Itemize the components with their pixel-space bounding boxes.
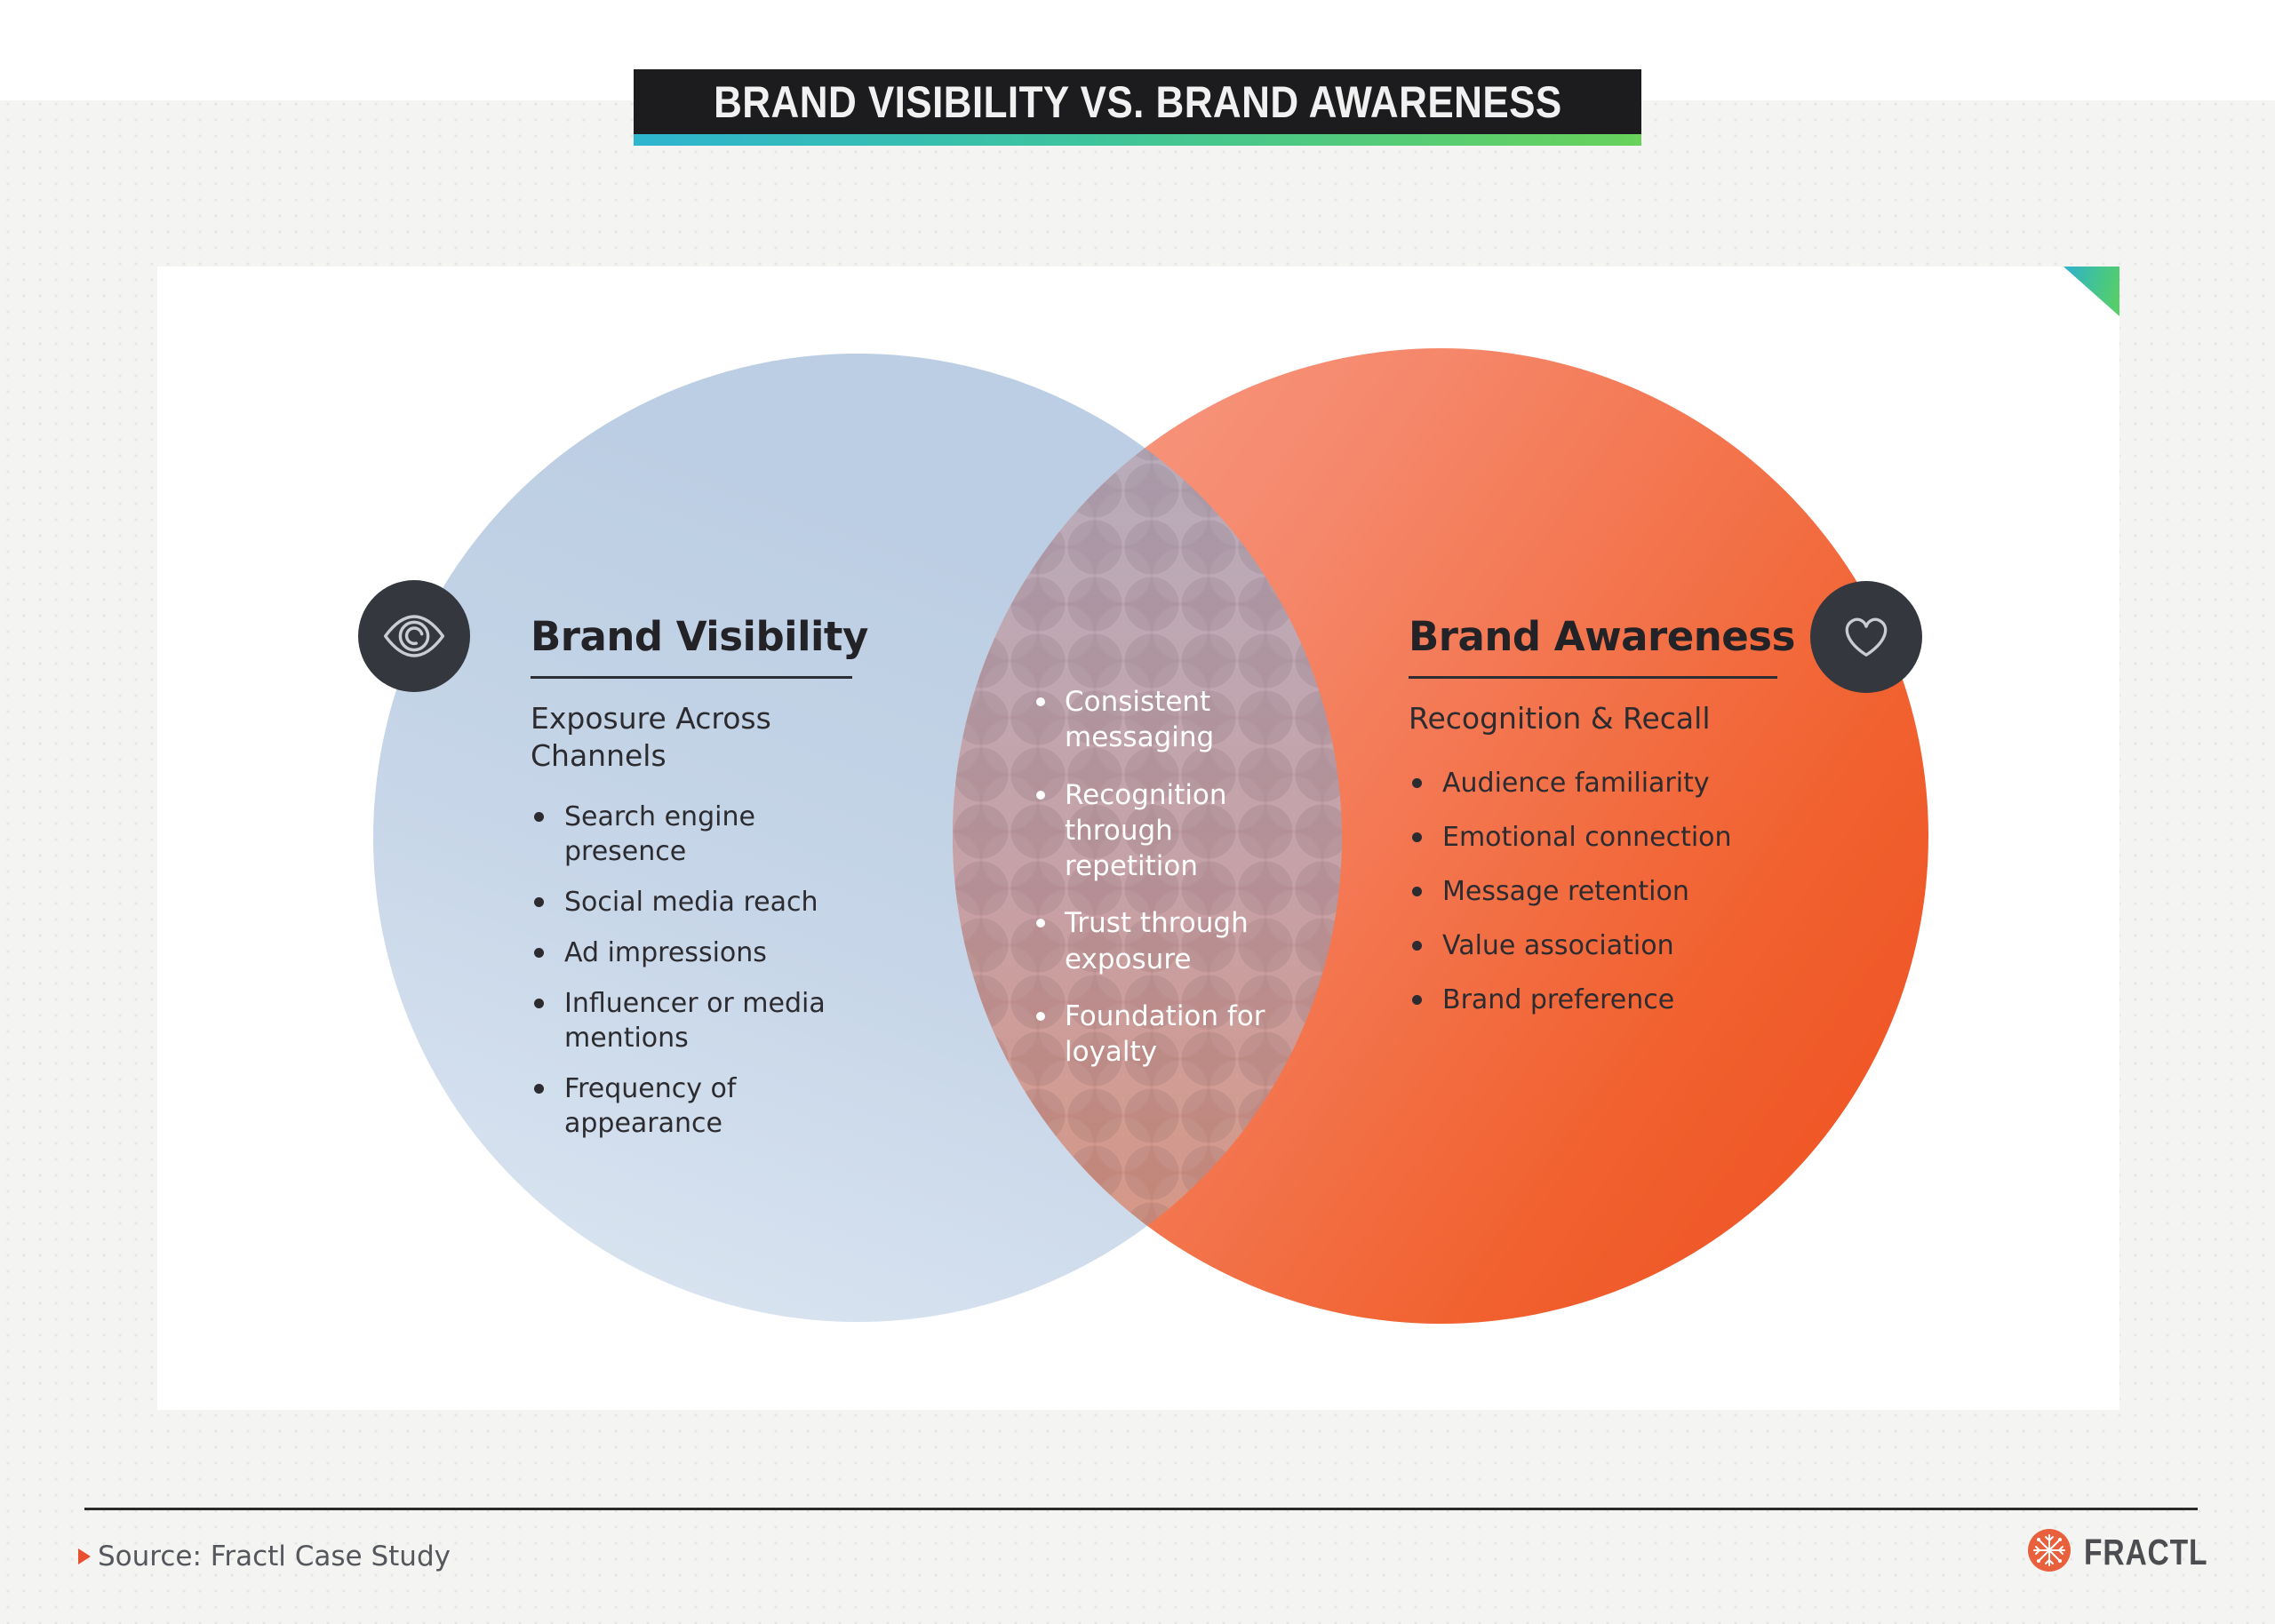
list-item: Recognition through repetition bbox=[1033, 777, 1271, 885]
banner-gradient-bar bbox=[634, 134, 1641, 146]
visibility-subheading: Exposure Across Channels bbox=[531, 701, 771, 774]
list-item: Frequency of appearance bbox=[531, 1071, 877, 1141]
list-item: Consistent messaging bbox=[1033, 684, 1271, 756]
list-item: Trust through exposure bbox=[1033, 905, 1271, 977]
visibility-column: Brand Visibility Exposure Across Channel… bbox=[531, 613, 877, 1157]
source-note: Source: Fractl Case Study bbox=[78, 1540, 451, 1572]
source-text: Source: Fractl Case Study bbox=[98, 1540, 451, 1572]
list-item: Emotional connection bbox=[1409, 820, 1853, 855]
visibility-badge bbox=[358, 580, 470, 692]
list-item: Search engine presence bbox=[531, 800, 877, 869]
visibility-underline bbox=[531, 676, 852, 679]
fractl-logo-icon bbox=[2027, 1528, 2071, 1576]
page-title: BRAND VISIBILITY VS. BRAND AWARENESS bbox=[713, 76, 1562, 127]
list-item: Message retention bbox=[1409, 874, 1853, 909]
awareness-subheading: Recognition & Recall bbox=[1409, 701, 1711, 736]
awareness-underline bbox=[1409, 676, 1777, 679]
source-arrow-icon bbox=[78, 1548, 91, 1564]
fractl-brand: FRACTL bbox=[2027, 1528, 2235, 1576]
heart-icon bbox=[1834, 605, 1898, 669]
title-banner: BRAND VISIBILITY VS. BRAND AWARENESS bbox=[634, 69, 1641, 134]
visibility-heading: Brand Visibility bbox=[531, 613, 868, 660]
eye-icon bbox=[381, 603, 447, 669]
list-item: Ad impressions bbox=[531, 935, 877, 970]
awareness-heading: Brand Awareness bbox=[1409, 613, 1795, 660]
list-item: Value association bbox=[1409, 928, 1853, 963]
list-item: Foundation for loyalty bbox=[1033, 999, 1271, 1071]
list-item: Brand preference bbox=[1409, 983, 1853, 1017]
footer-divider bbox=[84, 1508, 2198, 1510]
awareness-column: Brand Awareness Recognition & Recall Aud… bbox=[1409, 613, 1853, 1037]
list-item: Audience familiarity bbox=[1409, 766, 1853, 800]
fractl-wordmark: FRACTL bbox=[2084, 1531, 2208, 1572]
list-item: Social media reach bbox=[531, 885, 877, 919]
awareness-badge bbox=[1810, 581, 1922, 693]
list-item: Influencer or media mentions bbox=[531, 986, 877, 1055]
